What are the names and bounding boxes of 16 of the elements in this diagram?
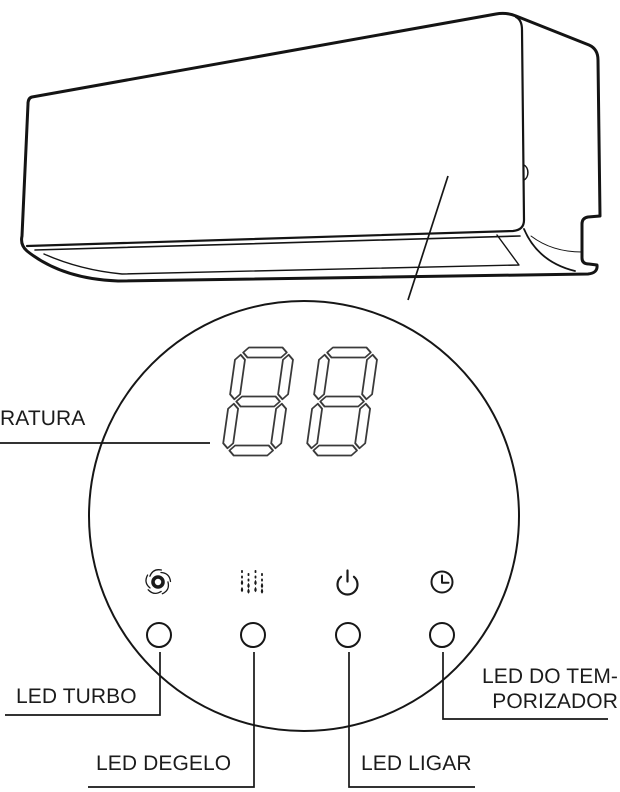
seven-segment-display	[220, 346, 380, 458]
indicator-light	[240, 622, 266, 648]
callout-label: LED LIGAR	[361, 751, 472, 776]
leader-line	[88, 652, 255, 788]
leader-line	[5, 652, 161, 716]
leader-line	[442, 652, 608, 720]
indicator-light	[335, 622, 362, 648]
leader-line	[348, 652, 475, 788]
indicator-light	[429, 622, 456, 648]
leader-line	[0, 442, 211, 444]
indicator-light	[146, 622, 172, 648]
leader-line	[407, 176, 449, 300]
callout-label: RATURA	[0, 406, 86, 431]
callout-label: LED DEGELO	[96, 751, 232, 776]
callout-label: LED DO TEM- PORIZADOR	[478, 664, 618, 714]
callout-label: LED TURBO	[16, 684, 137, 709]
